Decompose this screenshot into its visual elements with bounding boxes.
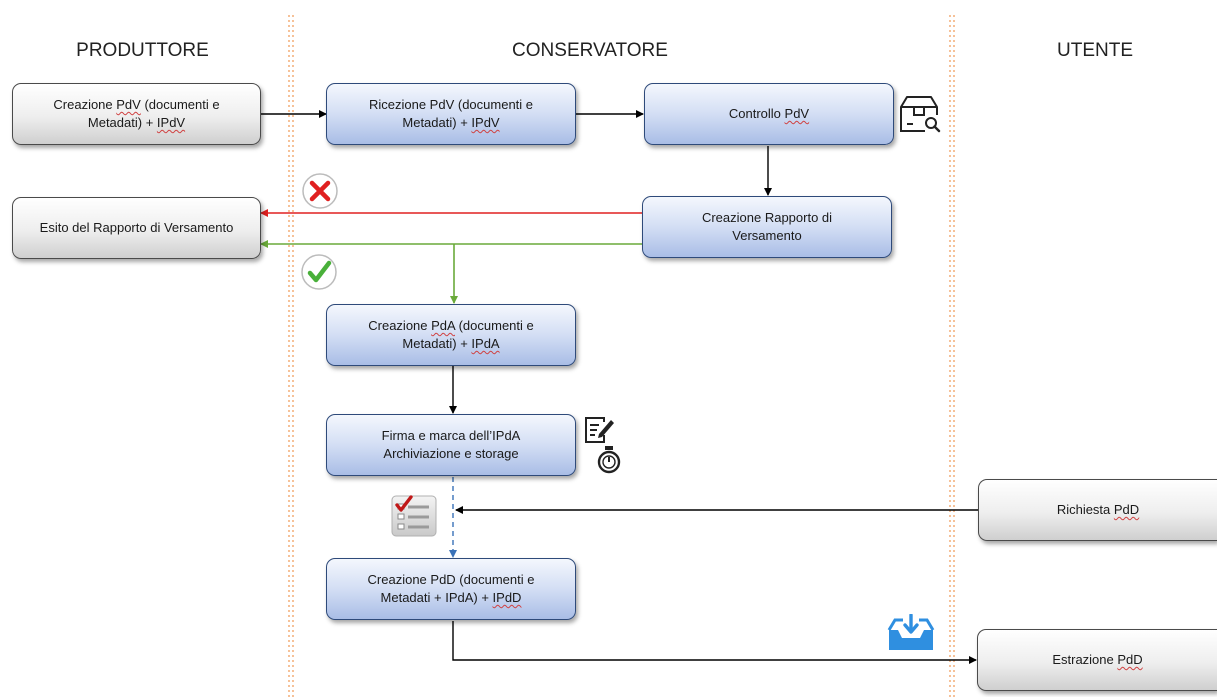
node-esito-rapporto: Esito del Rapporto di Versamento	[12, 197, 261, 259]
lane-title-utente: UTENTE	[1057, 40, 1133, 61]
node-estrazione-pdd: Estrazione PdD	[977, 629, 1217, 691]
node-creazione-pdd: Creazione PdD (documenti e Metadati + IP…	[326, 558, 576, 620]
lane-divider-left	[288, 15, 294, 697]
node-creazione-pdv: Creazione PdV (documenti e Metadati) + I…	[12, 83, 261, 145]
accept-check-icon	[301, 254, 337, 290]
package-search-icon	[900, 96, 941, 133]
lane-title-conservatore: CONSERVATORE	[512, 40, 668, 61]
lane-title-produttore: PRODUTTORE	[76, 40, 209, 61]
node-ricezione-pdv: Ricezione PdV (documenti e Metadati) + I…	[326, 83, 576, 145]
node-controllo-pdv: Controllo PdV	[644, 83, 894, 145]
node-richiesta-pdd: Richiesta PdD	[978, 479, 1217, 541]
checklist-icon	[391, 495, 437, 537]
inbox-download-icon	[887, 614, 935, 650]
reject-x-icon	[302, 173, 338, 209]
document-pen-icon	[585, 417, 614, 443]
node-creazione-pda: Creazione PdA (documenti e Metadati) + I…	[326, 304, 576, 366]
arrow-pdd-to-estrazione	[452, 621, 977, 664]
lane-divider-right	[949, 15, 955, 697]
stopwatch-icon	[597, 446, 621, 474]
